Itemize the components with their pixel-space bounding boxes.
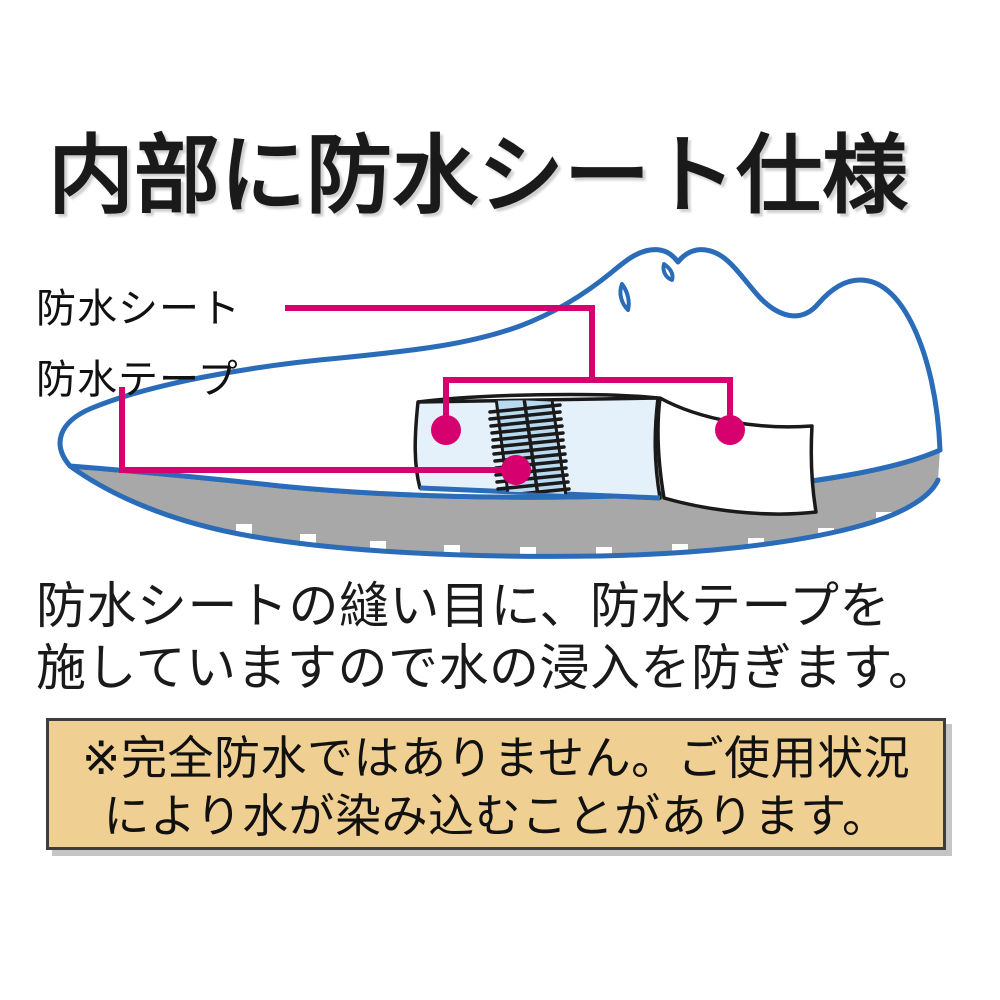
callout-dots	[431, 415, 745, 485]
notice-text: ※完全防水ではありません。ご使用状況 により水が染み込むことがあります。	[49, 729, 943, 845]
page-title: 内部に防水シート仕様	[48, 126, 908, 226]
callout-label-waterproof-sheet: 防水シート	[36, 286, 241, 332]
notice-line-1: ※完全防水ではありません。ご使用状況	[81, 731, 911, 785]
peeled-back-flap	[656, 396, 818, 516]
callout-line-sheet	[285, 305, 595, 383]
description-line-2: 施していますので水の浸入を防ぎます。	[36, 639, 939, 697]
outsole-shape	[70, 450, 940, 557]
callout-line-tape	[119, 387, 515, 473]
callout-label-waterproof-tape: 防水テープ	[36, 357, 239, 403]
outsole-outline	[67, 463, 941, 559]
callout-dot-tape	[501, 455, 531, 485]
callout-dot-sheet-left	[431, 415, 461, 445]
notice-box: ※完全防水ではありません。ご使用状況 により水が染み込むことがあります。	[46, 718, 946, 850]
description-text: 防水シートの縫い目に、防水テープを 施していますので水の浸入を防ぎます。	[36, 575, 966, 699]
notice-line-2: により水が染み込むことがあります。	[103, 789, 889, 843]
collar-detail-mark-2	[661, 262, 675, 282]
description-line-1: 防水シートの縫い目に、防水テープを	[36, 577, 890, 635]
shoe-diagram	[0, 240, 1000, 570]
collar-detail-mark-1	[618, 282, 631, 312]
callout-dot-sheet-right	[715, 415, 745, 445]
shoe-cutaway-illustration	[57, 247, 943, 559]
